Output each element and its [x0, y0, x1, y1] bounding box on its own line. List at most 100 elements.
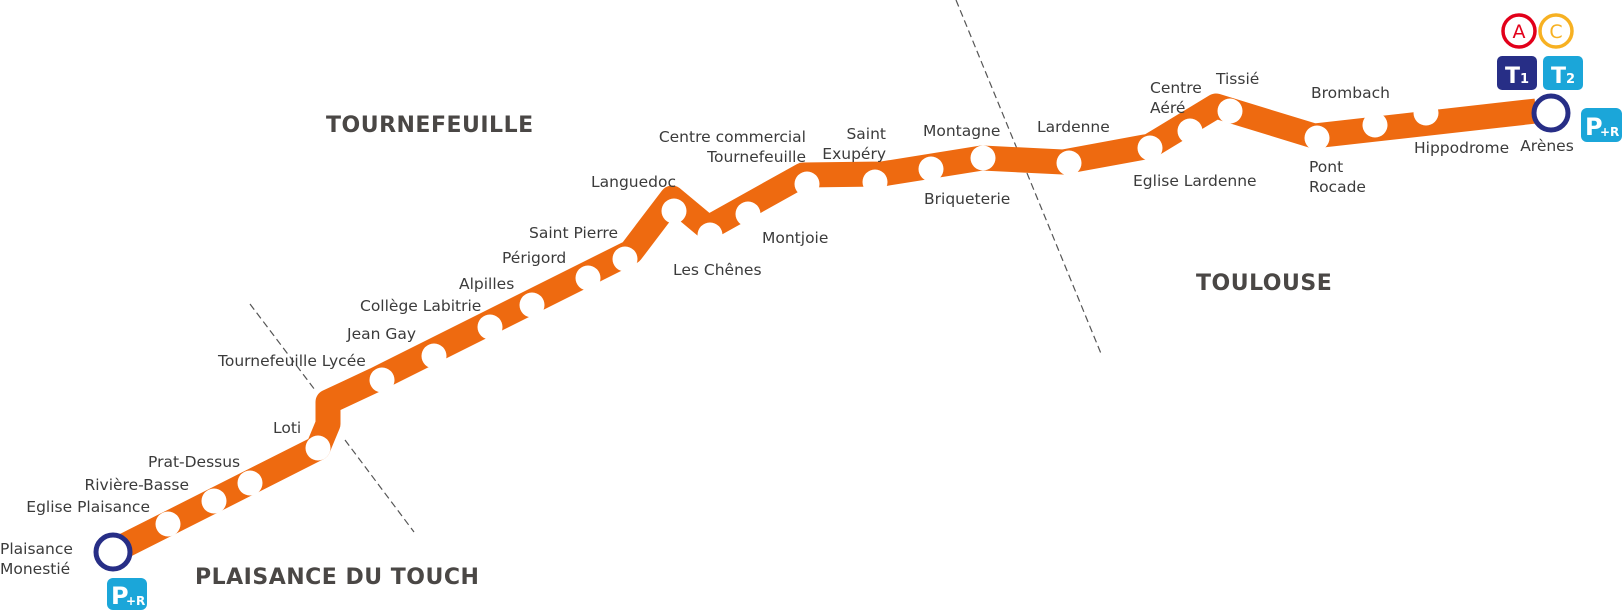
stop-label-line: Montagne: [923, 122, 1000, 140]
stop-label-line: Eglise Plaisance: [26, 498, 150, 516]
stop-montjoie[interactable]: [735, 201, 761, 227]
stop-label-line: Saint: [846, 125, 886, 143]
stop-label-line: Aéré: [1150, 99, 1185, 117]
stop-label-loti: Loti: [273, 419, 301, 437]
stop-label-brombach: Brombach: [1311, 84, 1390, 102]
stop-label-line: Tournefeuille: [706, 148, 806, 166]
terminus-stop-plaisance-monestie[interactable]: [93, 532, 133, 572]
tram-t1-icon: T1: [1497, 56, 1537, 90]
stop-label-line: Arènes: [1520, 137, 1574, 155]
tram-t2-number: 2: [1566, 72, 1575, 87]
stop-label-line: Les Chênes: [673, 261, 762, 279]
stop-loti[interactable]: [305, 435, 331, 461]
svg-text:C: C: [1549, 21, 1562, 43]
stop-label-line: Jean Gay: [346, 325, 416, 343]
stop-tournefeuille-lycee[interactable]: [369, 367, 395, 393]
stop-label-line: Saint Pierre: [529, 224, 618, 242]
metro-c-icon: C: [1538, 13, 1574, 49]
stop-label-line: Centre: [1150, 79, 1202, 97]
tram-t2-icon: T2: [1543, 56, 1583, 90]
stop-label-briqueterie: Briqueterie: [924, 190, 1010, 208]
stop-label-line: Briqueterie: [924, 190, 1010, 208]
stop-languedoc[interactable]: [661, 198, 687, 224]
municipality-label-toulouse: TOULOUSE: [1196, 271, 1332, 296]
stop-eglise-lardenne[interactable]: [1137, 135, 1163, 161]
stop-label-les-chenes: Les Chênes: [673, 261, 762, 279]
park-ride-icon-plaisance: P +R: [107, 578, 147, 610]
svg-text:T2: T2: [1551, 64, 1575, 89]
stop-perigord[interactable]: [575, 265, 601, 291]
stop-briqueterie[interactable]: [918, 156, 944, 182]
stop-label-line: Prat-Dessus: [148, 453, 240, 471]
stop-label-line: Montjoie: [762, 229, 828, 247]
stop-label-line: Brombach: [1311, 84, 1390, 102]
stop-label-perigord: Périgord: [502, 249, 566, 267]
stop-saint-pierre[interactable]: [612, 246, 638, 272]
stop-label-hippodrome: Hippodrome: [1414, 139, 1509, 157]
stop-label-eglise-plaisance: Eglise Plaisance: [26, 498, 150, 516]
tram-t1-number: 1: [1520, 72, 1529, 87]
stop-label-line: Centre commercial: [659, 128, 806, 146]
stop-label-line: Tissié: [1215, 70, 1259, 88]
stop-label-prat-dessus: Prat-Dessus: [148, 453, 240, 471]
stop-label-line: Exupéry: [822, 145, 886, 163]
stop-label-riviere-basse: Rivière-Basse: [84, 476, 189, 494]
stop-alpilles[interactable]: [519, 292, 545, 318]
stop-jean-gay[interactable]: [421, 343, 447, 369]
park-ride-r: +R: [1600, 125, 1619, 139]
connections: A C T1 T2: [1497, 13, 1583, 90]
stop-college-labitrie[interactable]: [477, 314, 503, 340]
stop-label-line: Collège Labitrie: [360, 297, 481, 315]
stop-label-line: Tournefeuille Lycée: [217, 352, 366, 370]
stations: [93, 93, 1571, 572]
stop-label-college-labitrie: Collège Labitrie: [360, 297, 481, 315]
stop-label-line: Hippodrome: [1414, 139, 1509, 157]
stop-prat-dessus[interactable]: [237, 470, 263, 496]
stop-centre-aere[interactable]: [1177, 118, 1203, 144]
svg-text:A: A: [1513, 21, 1526, 43]
stop-label-line: Pont: [1309, 158, 1343, 176]
tram-t1-letter: T: [1505, 64, 1520, 89]
park-ride-p: P: [1585, 113, 1603, 141]
stop-eglise-plaisance[interactable]: [155, 511, 181, 537]
stop-saint-exupery[interactable]: [862, 169, 888, 195]
stop-label-montagne: Montagne: [923, 122, 1000, 140]
stop-label-saint-pierre: Saint Pierre: [529, 224, 618, 242]
stop-label-alpilles: Alpilles: [459, 275, 514, 293]
stop-label-line: Lardenne: [1037, 118, 1110, 136]
boundary-plaisance-tournefeuille: [249, 303, 415, 533]
stop-label-tournefeuille-lycee: Tournefeuille Lycée: [217, 352, 366, 370]
stop-lardenne[interactable]: [1056, 150, 1082, 176]
stop-label-montjoie: Montjoie: [762, 229, 828, 247]
stop-label-line: Eglise Lardenne: [1133, 172, 1257, 190]
boundary-tournefeuille-toulouse: [955, 0, 1103, 357]
stop-label-line: Périgord: [502, 249, 566, 267]
tram-t2-letter: T: [1551, 64, 1566, 89]
stop-label-line: Languedoc: [591, 173, 676, 191]
stop-label-line: Plaisance: [0, 540, 73, 558]
stop-label-line: Alpilles: [459, 275, 514, 293]
stop-label-line: Rocade: [1309, 178, 1366, 196]
stop-label-line: Loti: [273, 419, 301, 437]
stop-hippodrome[interactable]: [1413, 100, 1439, 126]
municipality-label-plaisance-du-touch: PLAISANCE DU TOUCH: [195, 565, 479, 590]
park-ride-icon-arenes: P +R: [1581, 108, 1622, 142]
park-ride-r: +R: [126, 594, 145, 608]
stop-les-chenes[interactable]: [697, 222, 723, 248]
stop-brombach[interactable]: [1362, 112, 1388, 138]
stop-montagne[interactable]: [970, 145, 996, 171]
stop-label-line: Monestié: [0, 560, 70, 578]
stop-centre-commercial-tournefeuille[interactable]: [794, 171, 820, 197]
stop-riviere-basse[interactable]: [201, 488, 227, 514]
stop-pont-rocade[interactable]: [1304, 125, 1330, 151]
stop-tissie[interactable]: [1217, 98, 1243, 124]
park-ride-p: P: [111, 582, 129, 610]
stop-label-languedoc: Languedoc: [591, 173, 676, 191]
terminus-stop-arenes[interactable]: [1531, 93, 1571, 133]
